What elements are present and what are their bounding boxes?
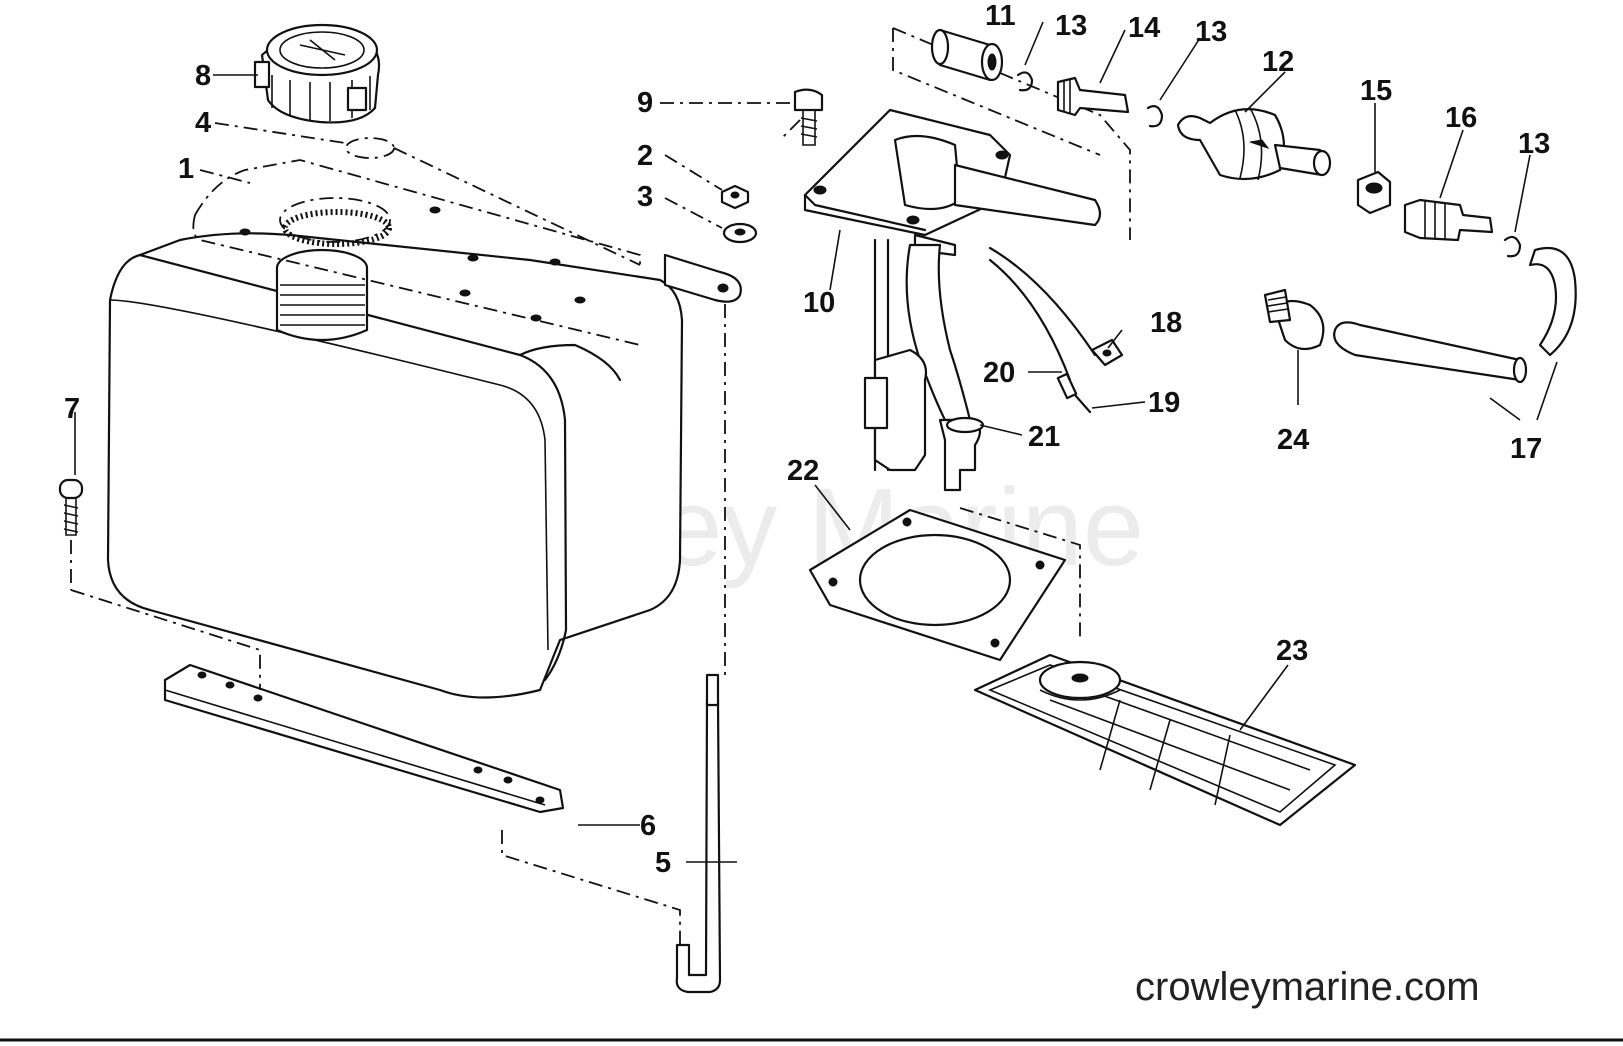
callout-12: 12	[1262, 46, 1294, 78]
fitting-11	[930, 28, 1004, 82]
callout-20: 20	[983, 357, 1015, 389]
gasket	[808, 508, 1067, 662]
hold-down-rod	[675, 673, 722, 994]
callout-2: 2	[637, 140, 653, 172]
filler-cap	[253, 23, 381, 124]
fuel-tank	[106, 232, 684, 699]
callout-6: 6	[640, 810, 656, 842]
callout-7: 7	[64, 393, 80, 425]
callout-13b: 13	[1195, 16, 1227, 48]
callout-17: 17	[1510, 433, 1542, 465]
callout-23: 23	[1276, 635, 1308, 667]
clip-13a	[1016, 71, 1034, 92]
callout-10: 10	[803, 287, 835, 319]
connector-16	[1403, 198, 1494, 242]
callout-11: 11	[985, 0, 1016, 32]
fuel-pickup-assembly	[803, 108, 1102, 492]
callout-16: 16	[1445, 102, 1477, 134]
fuel-filter	[973, 653, 1357, 827]
callout-21: 21	[1028, 421, 1060, 453]
nut-2	[720, 184, 750, 210]
callout-8: 8	[195, 60, 211, 92]
callout-22: 22	[787, 455, 819, 487]
clip-13c	[1503, 235, 1522, 258]
callout-labels: 8 4 1 7 9 2 3 10 11 13 14 13 12 15 16 13…	[64, 0, 1550, 879]
callout-14: 14	[1128, 12, 1160, 44]
hose-clamp	[1263, 288, 1325, 351]
screw-7	[58, 478, 84, 536]
callout-5: 5	[655, 847, 671, 879]
callout-13a: 13	[1055, 10, 1087, 42]
hold-down-bracket	[163, 663, 565, 814]
barb-fitting-14	[1056, 76, 1130, 117]
clip-13b	[1146, 105, 1164, 128]
callout-4: 4	[195, 107, 211, 139]
callout-19: 19	[1148, 387, 1180, 419]
callout-24: 24	[1277, 424, 1309, 456]
callout-3: 3	[637, 181, 653, 213]
o-ring	[345, 137, 395, 159]
callout-15: 15	[1360, 75, 1392, 107]
callout-9: 9	[637, 87, 653, 119]
fuel-hose-17	[1333, 246, 1577, 384]
primer-bulb	[1176, 107, 1332, 181]
screw-9	[793, 88, 824, 146]
callout-13c: 13	[1518, 128, 1550, 160]
nut-15	[1356, 170, 1392, 215]
callout-1: 1	[178, 153, 194, 185]
washer-3	[722, 222, 758, 244]
website-text: crowleymarine.com	[1135, 965, 1480, 1009]
sender-wires	[988, 246, 1124, 414]
callout-leaders	[74, 21, 1558, 863]
callout-18: 18	[1150, 307, 1182, 339]
